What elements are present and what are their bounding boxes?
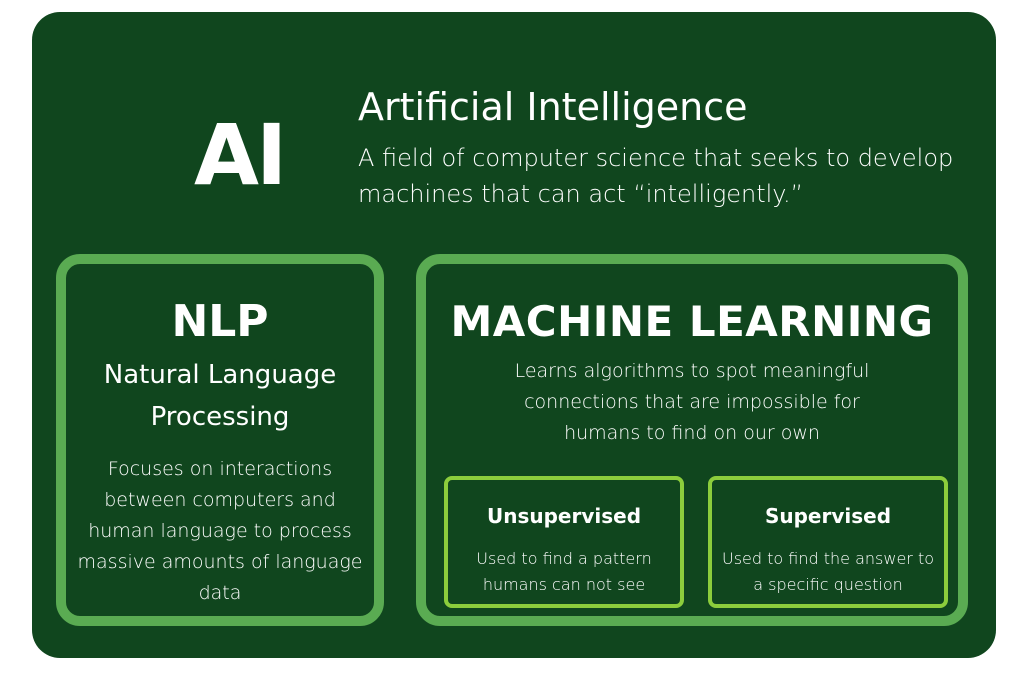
nlp-full-name: Natural Language Processing xyxy=(66,354,374,438)
nlp-box: NLP Natural Language Processing Focuses … xyxy=(56,254,384,626)
unsupervised-title: Unsupervised xyxy=(486,504,642,528)
nlp-full-name-text: Natural Language Processing xyxy=(103,360,337,432)
nlp-abbreviation: NLP xyxy=(171,296,269,347)
unsupervised-description: Used to find a pattern humans can not se… xyxy=(476,549,652,594)
ai-title: Artificial Intelligence xyxy=(358,85,748,129)
ai-description: A field of computer science that seeks t… xyxy=(358,144,954,208)
supervised-description: Used to find the answer to a specific qu… xyxy=(721,549,935,594)
machine-learning-box: MACHINE LEARNING Learns algorithms to sp… xyxy=(416,254,968,626)
ai-abbreviation: AI xyxy=(194,106,287,204)
supervised-title: Supervised xyxy=(764,504,892,528)
nlp-description: Focuses on interactions between computer… xyxy=(77,458,363,604)
machine-learning-description: Learns algorithms to spot meaningful con… xyxy=(514,360,870,444)
machine-learning-title: MACHINE LEARNING xyxy=(450,297,934,346)
supervised-box: Supervised Used to find the answer to a … xyxy=(708,476,948,608)
unsupervised-box: Unsupervised Used to find a pattern huma… xyxy=(444,476,684,608)
